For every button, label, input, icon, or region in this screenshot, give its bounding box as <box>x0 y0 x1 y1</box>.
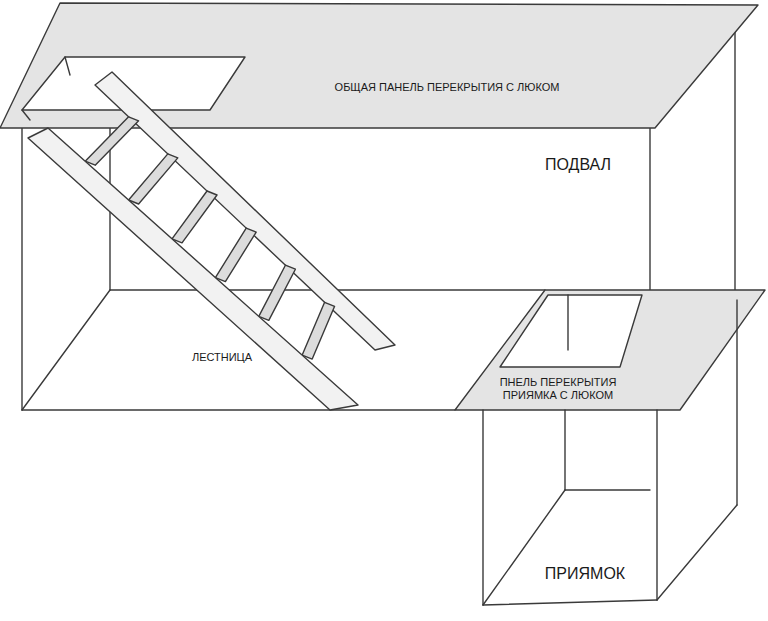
panel-label: ОБЩАЯ ПАНЕЛЬ ПЕРЕКРЫТИЯ С ЛЮКОМ <box>297 81 597 94</box>
room-label: ПОДВАЛ <box>518 155 638 174</box>
part-label: ЛЕСТНИЦА <box>167 351 277 364</box>
pit-box <box>483 300 737 605</box>
room-label: ПРИЯМОК <box>525 564 645 583</box>
top-slab <box>0 3 758 128</box>
pit-slab <box>455 290 765 410</box>
stairs <box>28 72 395 410</box>
panel-label: ПНЕЛЬ ПЕРЕКРЫТИЯ ПРИЯМКА С ЛЮКОМ <box>491 376 626 402</box>
